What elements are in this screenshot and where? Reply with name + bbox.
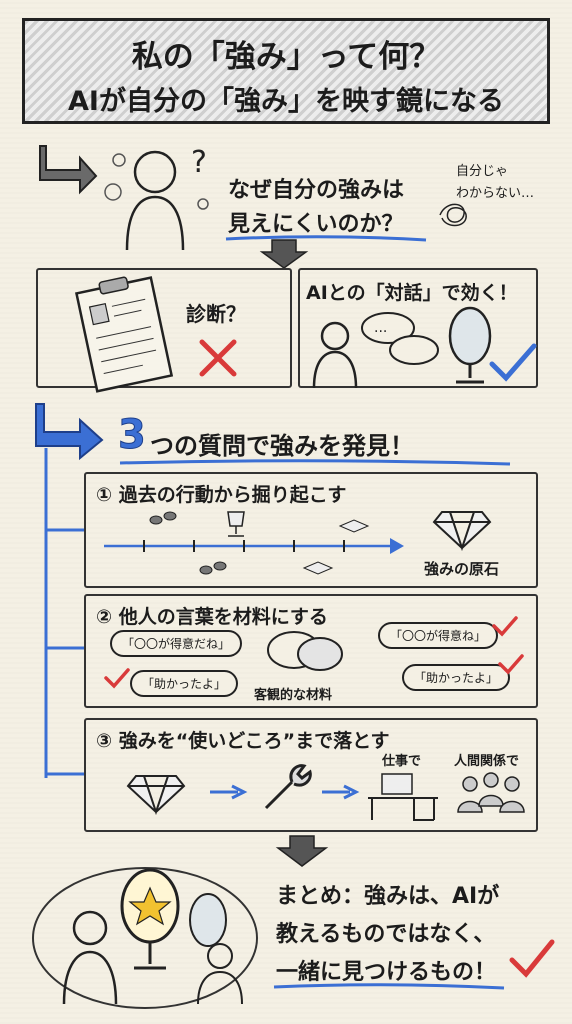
down-arrow-icon — [259, 239, 309, 269]
summary-underline — [273, 983, 505, 990]
step-1-title: ① 過去の行動から掘り起こす — [96, 484, 347, 506]
desk-icon — [368, 773, 438, 821]
section-number: 3 — [118, 412, 147, 459]
step-1-card: ① 過去の行動から掘り起こす 強みの原石 — [84, 472, 538, 588]
section-underline — [119, 459, 511, 466]
header-subtitle: AIが自分の「強み」を映す鏡になる — [68, 86, 504, 117]
person-icon — [312, 321, 358, 389]
diagnosis-label: 診断？ — [186, 302, 246, 326]
red-cross-icon — [199, 339, 237, 377]
speech-bubbles-icon: ... — [361, 312, 439, 365]
red-check-icon — [509, 939, 555, 978]
svg-text:...: ... — [374, 320, 387, 336]
section-title: つの質問で強みを発見！ — [150, 432, 414, 460]
intro-question-line1: なぜ自分の強みは — [228, 178, 405, 203]
people-group-icon — [457, 772, 525, 813]
red-check-icon — [104, 668, 130, 689]
timeline-icon — [104, 511, 404, 575]
question-underline — [225, 235, 427, 242]
place-work-label: 仕事で — [382, 754, 422, 769]
step-2-title: ② 他人の言葉を材料にする — [96, 606, 328, 628]
dialogue-panel: AIとの「対話」で効く！ ... — [298, 268, 538, 389]
quote-bubble-1: 「〇〇が得意だね」 — [110, 630, 243, 657]
quote-1-text: 「〇〇が得意だね」 — [122, 637, 231, 651]
summary-line2: 教えるものではなく、 — [276, 922, 496, 947]
diagnosis-panel: 診断？ — [36, 268, 292, 393]
red-check-icon — [492, 616, 518, 637]
quote-bubble-2: 「助かったよ」 — [130, 670, 239, 697]
clipboard-icon — [74, 276, 174, 393]
blue-check-icon — [489, 343, 537, 382]
quote-bubble-4: 「助かったよ」 — [402, 664, 511, 691]
gem-icon — [432, 511, 492, 552]
header-title: 私の「強み」って何？ — [131, 39, 441, 75]
svg-text:?: ? — [191, 145, 207, 180]
mirror-reflection-illustration — [32, 867, 258, 1009]
gem-icon — [126, 775, 186, 816]
place-relations-label: 人間関係で — [454, 754, 520, 769]
thought-text-line2: わからない… — [456, 186, 535, 201]
arrow-right-icon — [210, 784, 248, 800]
quote-4-text: 「助かったよ」 — [414, 671, 499, 685]
red-check-icon — [498, 654, 524, 675]
mirror-icon — [448, 306, 492, 384]
discussion-icon — [267, 631, 343, 671]
thought-text-line1: 自分じゃ — [456, 164, 509, 179]
header-banner: 私の「強み」って何？ AIが自分の「強み」を映す鏡になる — [22, 18, 550, 124]
blue-arrow-icon — [35, 403, 104, 461]
summary-line1: まとめ：強みは、AIが — [276, 884, 500, 909]
step-3-title: ③ 強みを“使いどころ”まで落とす — [96, 730, 390, 752]
dialogue-label: AIとの「対話」で効く！ — [306, 282, 518, 304]
wrench-icon — [264, 764, 312, 810]
thinking-person-icon: ? — [104, 145, 209, 251]
scribble-icon — [439, 203, 467, 227]
step-3-card: ③ 強みを“使いどころ”まで落とす 仕事で 人間関係で — [84, 718, 538, 832]
quote-3-text: 「〇〇が得意ね」 — [390, 629, 487, 643]
step-1-result: 強みの原石 — [424, 560, 500, 578]
objective-material-label: 客観的な材料 — [254, 688, 333, 703]
down-arrow-icon — [275, 835, 329, 867]
quote-bubble-3: 「〇〇が得意ね」 — [378, 622, 499, 649]
summary-line3: 一緒に見つけるもの！ — [276, 960, 497, 985]
arrow-icon — [39, 145, 98, 195]
intro-question-line2: 見えにくいのか？ — [228, 212, 404, 237]
step-2-card: ② 他人の言葉を材料にする 「〇〇が得意だね」 「助かったよ」 客観的な材料 「… — [84, 594, 538, 708]
connector-line — [44, 448, 84, 778]
arrow-right-icon — [322, 784, 360, 800]
quote-2-text: 「助かったよ」 — [142, 677, 227, 691]
